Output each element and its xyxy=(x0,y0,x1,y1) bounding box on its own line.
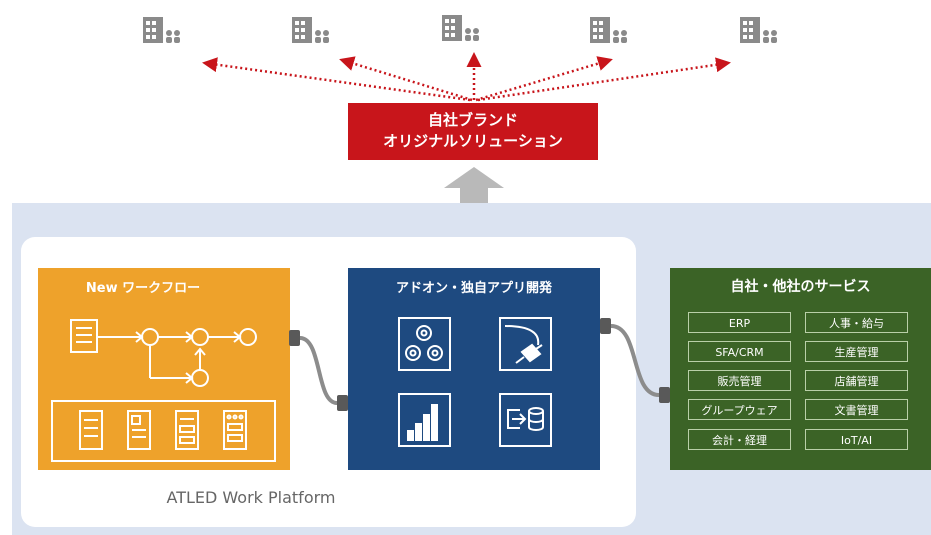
brand-solution-box: 自社ブランド オリジナルソリューション xyxy=(348,103,598,160)
service-item-erp: ERP xyxy=(688,312,791,333)
service-item-accounting: 会計・経理 xyxy=(688,429,791,450)
workflow-flowchart-icon xyxy=(70,319,257,387)
service-item-hr-payroll: 人事・給与 xyxy=(805,312,908,333)
workflow-forms-icon xyxy=(51,400,276,462)
up-arrow xyxy=(444,167,504,210)
addon-title: アドオン・独自アプリ開発 xyxy=(395,281,552,296)
service-item-groupware: グループウェア xyxy=(688,399,791,420)
services-title: 自社・他社のサービス xyxy=(730,279,871,295)
service-item-documents: 文書管理 xyxy=(805,399,908,420)
services-panel xyxy=(670,268,931,470)
plug-icon xyxy=(499,317,552,371)
brand-line-1: 自社ブランド xyxy=(427,111,518,129)
service-item-store: 店舗管理 xyxy=(805,370,908,391)
connector-addon-services xyxy=(600,318,670,403)
addon-panel xyxy=(348,268,600,470)
service-item-sales: 販売管理 xyxy=(688,370,791,391)
connector-workflow-addon xyxy=(289,330,348,411)
gears-icon xyxy=(398,317,451,371)
export-database-icon xyxy=(499,393,552,447)
distribution-arrows xyxy=(202,52,731,102)
brand-line-2: オリジナルソリューション xyxy=(383,132,563,150)
arrow-to-customer-5 xyxy=(477,57,731,102)
service-item-iot-ai: IoT/AI xyxy=(805,429,908,450)
bar-chart-icon xyxy=(398,393,451,447)
workflow-title: New ワークフロー xyxy=(85,281,201,296)
platform-label: ATLED Work Platform xyxy=(166,488,336,507)
arrow-to-customer-4 xyxy=(475,56,613,102)
service-item-sfa-crm: SFA/CRM xyxy=(688,341,791,362)
service-item-production: 生産管理 xyxy=(805,341,908,362)
